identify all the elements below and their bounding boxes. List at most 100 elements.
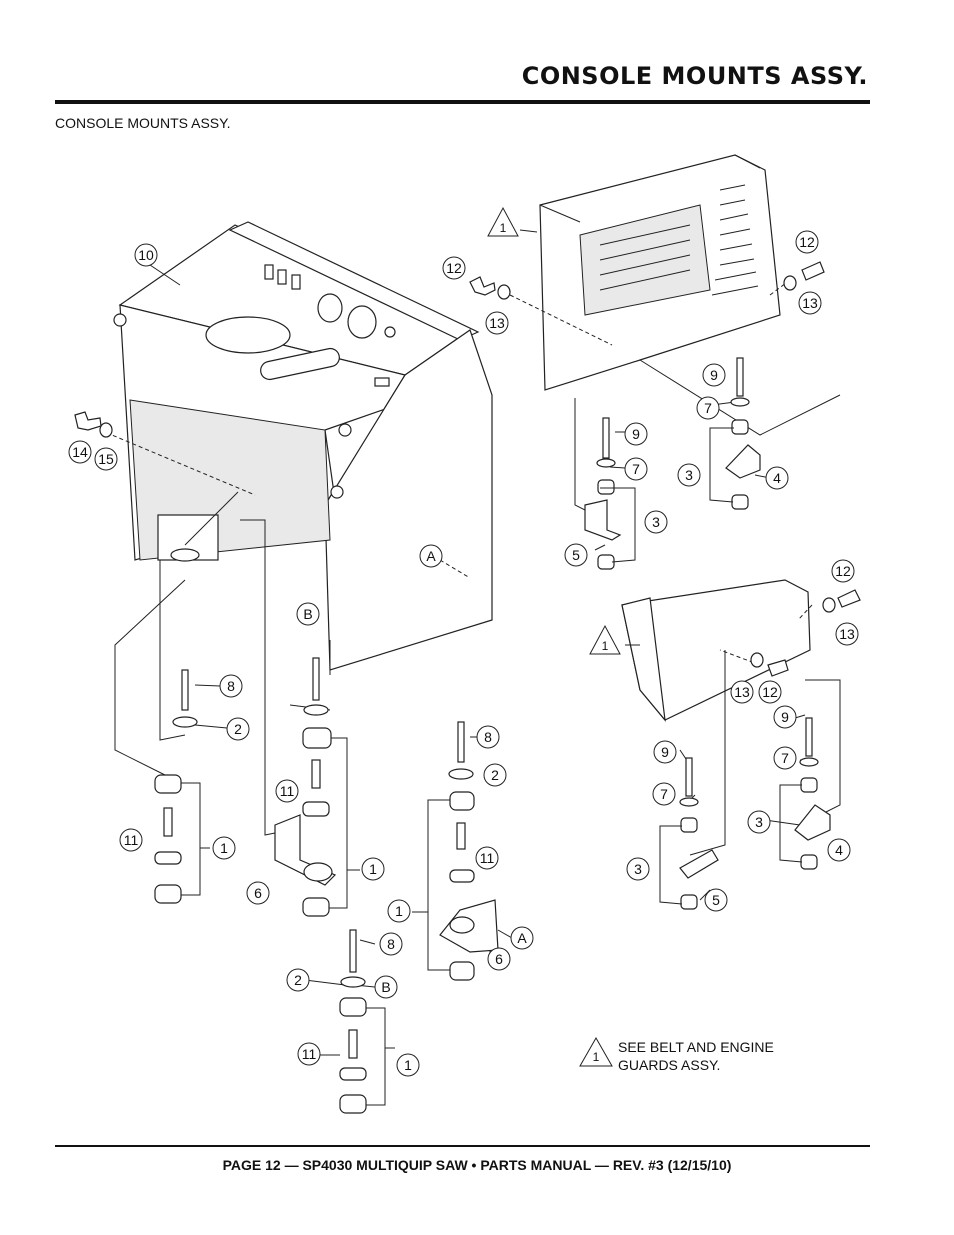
- callout-8: 8: [476, 725, 500, 749]
- svg-text:11: 11: [302, 1046, 317, 1062]
- bracket-stack-upper-4: [709, 357, 761, 510]
- note-line-1: SEE BELT AND ENGINE: [618, 1039, 774, 1055]
- svg-text:12: 12: [799, 234, 815, 250]
- svg-text:1: 1: [602, 639, 609, 653]
- callout-6: 6: [246, 881, 270, 905]
- parts-diagram: 1 1 10 12 13 12 13 14 15 A B 9 7 3 5 9 7…: [68, 154, 861, 1114]
- svg-text:1: 1: [500, 221, 507, 235]
- reference-note: 1 SEE BELT AND ENGINE GUARDS ASSY.: [579, 1036, 774, 1073]
- bracket-stack-lower-4: [779, 717, 831, 870]
- svg-text:11: 11: [280, 783, 295, 799]
- callout-12: 12: [758, 680, 782, 704]
- svg-text:4: 4: [773, 470, 781, 486]
- svg-text:5: 5: [712, 892, 720, 908]
- callout-4: 4: [827, 838, 851, 862]
- page-title: CONSOLE MOUNTS ASSY.: [521, 62, 868, 90]
- callout-13: 13: [835, 622, 859, 646]
- svg-text:3: 3: [652, 514, 660, 530]
- callout-2: 2: [483, 763, 507, 787]
- callout-14: 14: [68, 440, 92, 464]
- callout-3: 3: [677, 463, 701, 487]
- svg-text:2: 2: [294, 972, 302, 988]
- header-rule: [55, 100, 870, 104]
- page-footer: PAGE 12 — SP4030 MULTIQUIP SAW • PARTS M…: [222, 1157, 732, 1173]
- callout-12: 12: [831, 559, 855, 583]
- footer-rule: [55, 1145, 870, 1147]
- callout-13: 13: [485, 311, 509, 335]
- callout-5: 5: [564, 543, 588, 567]
- svg-text:14: 14: [72, 444, 88, 460]
- guard-lower: [621, 579, 811, 722]
- callout-2: 2: [226, 717, 250, 741]
- bracket-stack-upper-5: [584, 417, 636, 570]
- callout-2: 2: [286, 968, 310, 992]
- console-housing: [113, 221, 493, 671]
- svg-text:11: 11: [124, 832, 139, 848]
- svg-text:13: 13: [839, 626, 855, 642]
- svg-text:1: 1: [395, 903, 403, 919]
- callout-11: 11: [297, 1042, 321, 1066]
- callout-12: 12: [442, 256, 466, 280]
- svg-text:9: 9: [661, 744, 669, 760]
- callout-8: 8: [379, 932, 403, 956]
- svg-text:12: 12: [446, 260, 462, 276]
- note-triangle: 1: [579, 1036, 613, 1067]
- svg-text:3: 3: [634, 861, 642, 877]
- callout-9: 9: [624, 422, 648, 446]
- ref-triangle-upper: 1: [487, 206, 519, 237]
- svg-text:7: 7: [660, 786, 668, 802]
- callout-B: B: [296, 602, 320, 626]
- svg-text:B: B: [303, 606, 312, 622]
- svg-text:8: 8: [484, 729, 492, 745]
- svg-text:11: 11: [480, 850, 495, 866]
- svg-text:12: 12: [835, 563, 851, 579]
- callout-9: 9: [653, 740, 677, 764]
- callout-A: A: [510, 926, 534, 950]
- mount-stack-B: [339, 929, 395, 1114]
- svg-text:9: 9: [632, 426, 640, 442]
- svg-text:1: 1: [404, 1057, 412, 1073]
- mount-stack-A: [412, 721, 513, 981]
- callout-11: 11: [119, 828, 143, 852]
- svg-text:2: 2: [491, 767, 499, 783]
- callout-4: 4: [765, 466, 789, 490]
- svg-text:9: 9: [710, 367, 718, 383]
- svg-text:A: A: [426, 548, 436, 564]
- svg-text:8: 8: [227, 678, 235, 694]
- callout-7: 7: [696, 396, 720, 420]
- callout-6: 6: [487, 947, 511, 971]
- svg-text:1: 1: [369, 861, 377, 877]
- callout-10: 10: [134, 243, 158, 267]
- callout-13: 13: [730, 680, 754, 704]
- callout-B: B: [374, 975, 398, 999]
- svg-text:8: 8: [387, 936, 395, 952]
- note-line-2: GUARDS ASSY.: [618, 1057, 720, 1073]
- callout-5: 5: [704, 888, 728, 912]
- callout-11: 11: [475, 846, 499, 870]
- callout-9: 9: [773, 705, 797, 729]
- mount-stack-1: [154, 669, 210, 904]
- callout-1: 1: [396, 1053, 420, 1077]
- svg-text:1: 1: [593, 1050, 600, 1064]
- svg-text:1: 1: [220, 840, 228, 856]
- callout-9: 9: [702, 363, 726, 387]
- svg-text:13: 13: [734, 684, 750, 700]
- svg-text:B: B: [381, 979, 390, 995]
- callout-1: 1: [212, 836, 236, 860]
- callout-12: 12: [795, 230, 819, 254]
- svg-text:6: 6: [495, 951, 503, 967]
- callout-11: 11: [275, 779, 299, 803]
- section-subtitle: CONSOLE MOUNTS ASSY.: [55, 115, 231, 131]
- callout-7: 7: [624, 457, 648, 481]
- callout-1: 1: [361, 857, 385, 881]
- svg-text:15: 15: [98, 451, 114, 467]
- callout-13: 13: [798, 291, 822, 315]
- svg-text:5: 5: [572, 547, 580, 563]
- callout-3: 3: [644, 510, 668, 534]
- svg-text:7: 7: [704, 400, 712, 416]
- svg-text:9: 9: [781, 709, 789, 725]
- svg-text:4: 4: [835, 842, 843, 858]
- svg-text:A: A: [517, 930, 527, 946]
- callouts: 10 12 13 12 13 14 15 A B 9 7 3 5 9 7 3 4…: [68, 230, 859, 1077]
- svg-text:12: 12: [762, 684, 778, 700]
